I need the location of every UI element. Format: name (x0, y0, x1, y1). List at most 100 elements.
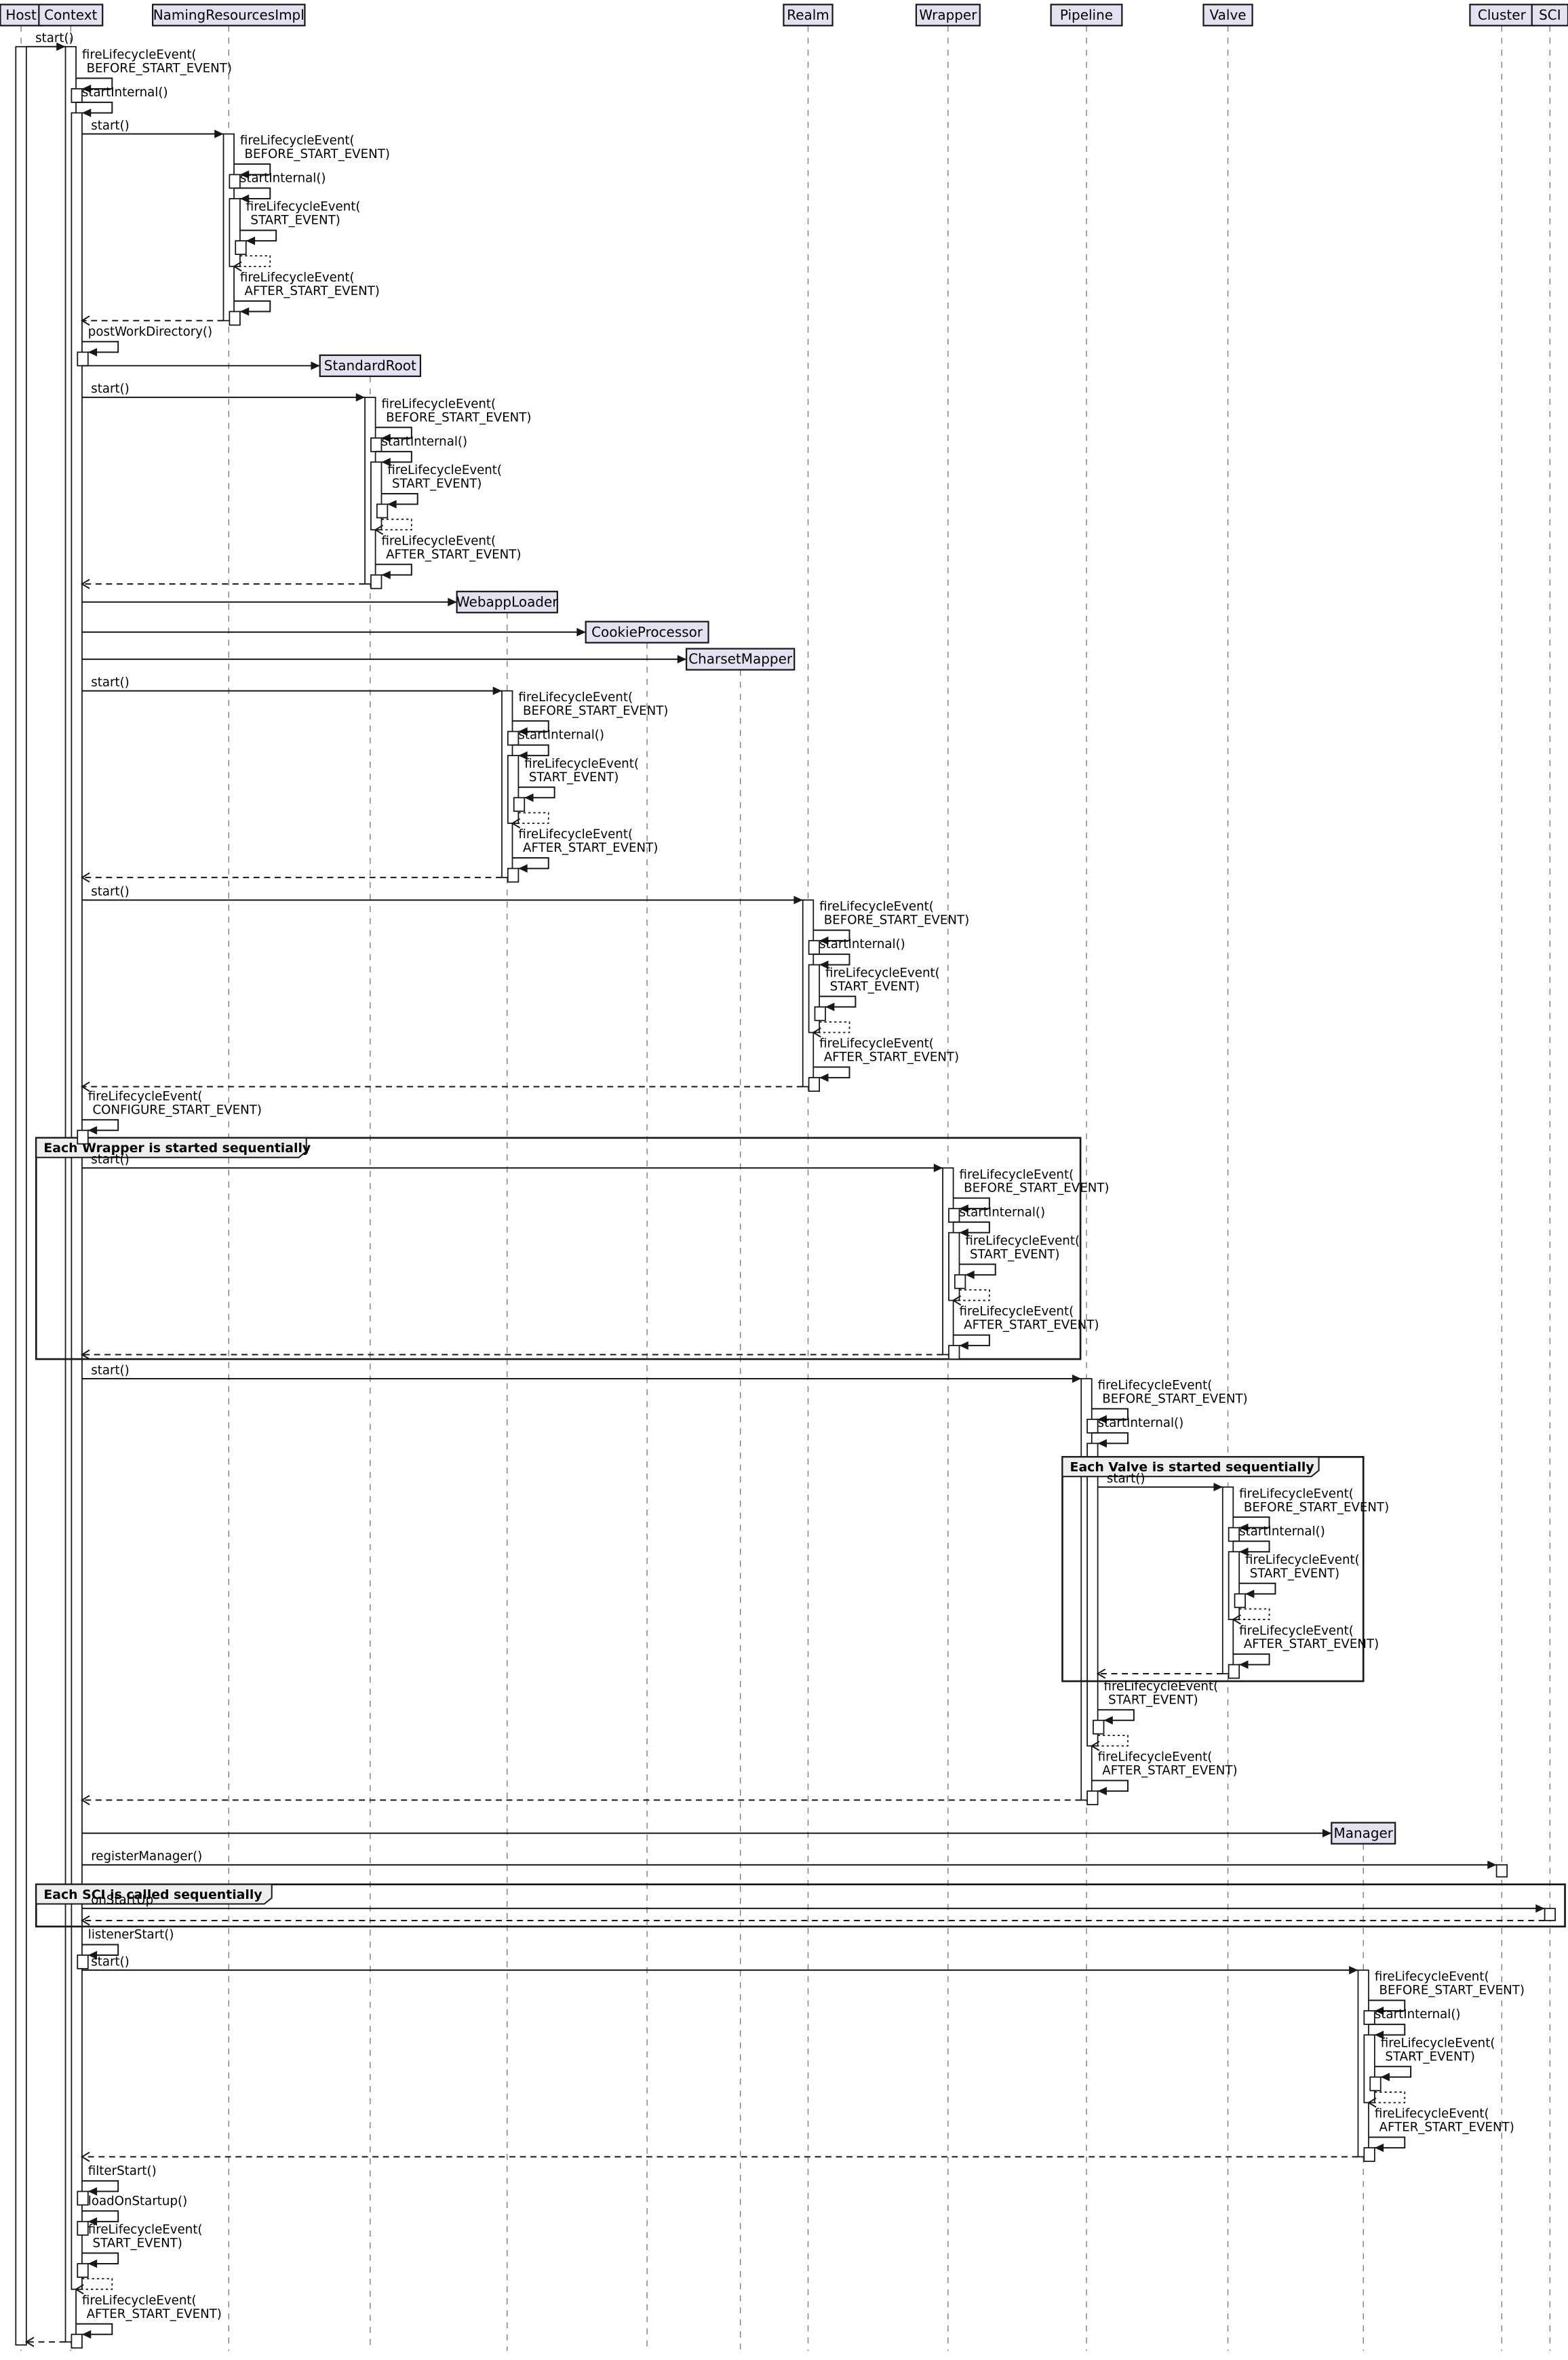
activation-pipeline (1086, 1442, 1099, 1747)
message-label: BEFORE_START_EVENT) (245, 147, 390, 161)
activation-small (229, 311, 241, 326)
arrowhead-icon (965, 1270, 975, 1280)
message-self (381, 492, 418, 505)
arrowhead-icon (381, 570, 391, 580)
message-label: start() (1107, 1472, 1145, 1486)
message-label: fireLifecycleEvent( (959, 1305, 1074, 1319)
activation-small (814, 1006, 826, 1021)
arrowhead-open-icon (80, 2151, 90, 2162)
message-self (81, 2210, 119, 2222)
message-self (1091, 1432, 1129, 1444)
message-self (1233, 1516, 1270, 1529)
message-label: AFTER_START_EVENT) (824, 1050, 959, 1065)
activation-small (229, 174, 241, 189)
arrowhead-icon (1103, 1716, 1113, 1725)
message-self (81, 1119, 119, 1131)
arrowhead-icon (677, 654, 687, 664)
participant-label-cookieprocessor: CookieProcessor (591, 624, 703, 640)
activation-small (948, 1208, 960, 1223)
arrowhead-open-icon (511, 818, 521, 829)
message-label: AFTER_START_EVENT) (87, 2307, 222, 2321)
message-label: fireLifecycleEvent( (381, 534, 496, 548)
activation-valve (1228, 1551, 1240, 1620)
message-label: start() (91, 885, 130, 899)
activation-small (235, 240, 247, 255)
message-self (512, 744, 549, 757)
participant-label-valve: Valve (1210, 7, 1247, 23)
arrowhead-icon (933, 1164, 943, 1173)
message-self (81, 2180, 119, 2192)
message-label: startInternal() (1375, 2007, 1461, 2022)
arrowhead-icon (448, 597, 457, 606)
message-label: fireLifecycleEvent( (240, 134, 355, 148)
message-self-return (953, 1289, 990, 1301)
message-label: fireLifecycleEvent( (1239, 1624, 1354, 1638)
message-self (1369, 2136, 1406, 2149)
activation-small (77, 2190, 89, 2206)
message-label: postWorkDirectory() (88, 325, 212, 339)
participant-label-wrapper: Wrapper (919, 7, 977, 23)
message-self (1369, 2024, 1406, 2036)
message-label: fireLifecycleEvent( (819, 900, 934, 914)
activation-small (1363, 2010, 1375, 2025)
message-label: fireLifecycleEvent( (518, 690, 633, 705)
participant-charsetmapper (686, 648, 796, 671)
message-label: fireLifecycleEvent( (387, 463, 502, 477)
message-self (1091, 1779, 1129, 1792)
arrowhead-icon (1213, 1482, 1223, 1491)
message-self (1374, 2066, 1412, 2078)
message-label: START_EVENT) (970, 1247, 1059, 1261)
arrowhead-icon (87, 2259, 98, 2268)
message-label: AFTER_START_EVENT) (964, 1318, 1099, 1333)
message-label: fireLifecycleEvent( (1239, 1487, 1354, 1501)
message-label: fireLifecycleEvent( (82, 48, 197, 62)
message-label: fireLifecycleEvent( (965, 1234, 1080, 1248)
arrowhead-icon (1374, 2006, 1384, 2015)
participant-label-host: Host (5, 7, 37, 23)
group-header (35, 1883, 273, 1905)
message-label: start() (35, 31, 74, 45)
activation-small (1086, 1790, 1099, 1805)
message-label: BEFORE_START_EVENT) (824, 913, 969, 928)
activation-small (77, 2220, 89, 2236)
message-label: start() (91, 1363, 130, 1377)
message-self (234, 187, 271, 199)
message-label: CONFIGURE_START_EVENT) (92, 1103, 261, 1117)
arrowhead-icon (819, 960, 829, 969)
message-label: START_EVENT) (830, 979, 920, 994)
message-self (512, 857, 549, 869)
activation-small (1369, 2076, 1381, 2091)
group-frame (35, 1883, 1566, 1928)
message-self-return (234, 255, 271, 267)
message-label: START_EVENT) (1250, 1567, 1339, 1581)
activation-small (71, 88, 83, 103)
message-label: fireLifecycleEvent( (1098, 1378, 1213, 1392)
activation-host (15, 45, 27, 2346)
message-label: startInternal() (82, 85, 168, 100)
arrowhead-icon (311, 361, 320, 370)
message-label: START_EVENT) (392, 477, 482, 491)
arrowhead-icon (87, 348, 98, 357)
arrowhead-icon (387, 500, 397, 509)
message-label: loadOnStartup() (88, 2194, 187, 2208)
message-self-return (76, 2278, 113, 2290)
activation-small (71, 2334, 83, 2349)
activation-manager (1363, 2034, 1375, 2104)
arrowhead-open-icon (812, 1027, 821, 1038)
arrowhead-open-icon (1232, 1614, 1241, 1625)
activation-cluster (1495, 1864, 1508, 1878)
message-label: BEFORE_START_EVENT) (964, 1181, 1109, 1196)
activation-sci (1544, 1908, 1556, 1921)
participant-valve (1202, 3, 1253, 26)
activation-small (77, 1129, 89, 1145)
arrowhead-open-icon (80, 1915, 90, 1926)
message-self (1091, 1408, 1129, 1420)
message-self-return (512, 812, 549, 824)
message-label: AFTER_START_EVENT) (1102, 1764, 1237, 1778)
message-label: fireLifecycleEvent( (1375, 2107, 1489, 2121)
message-label: BEFORE_START_EVENT) (523, 704, 668, 718)
message-label: fireLifecycleEvent( (1098, 1750, 1213, 1765)
message-label: fireLifecycleEvent( (1245, 1553, 1360, 1567)
activation-small (954, 1274, 966, 1289)
message-self (234, 163, 271, 176)
